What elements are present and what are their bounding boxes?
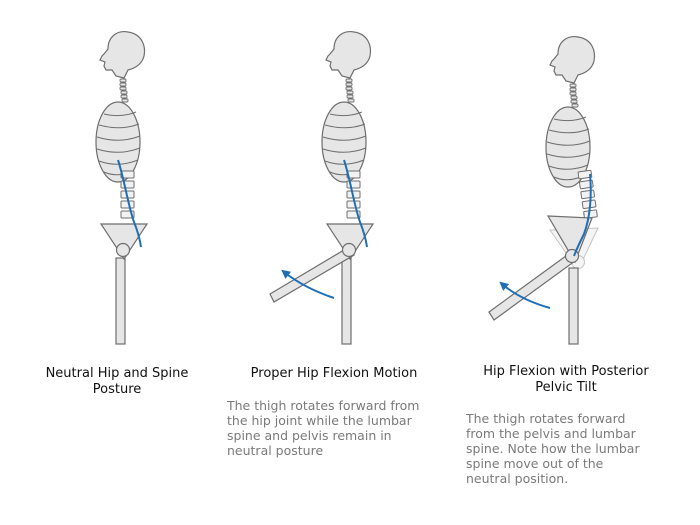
thigh-bone-flexed	[488, 252, 576, 321]
panel-1-title: Neutral Hip and Spine Posture	[22, 366, 212, 398]
panel-2-description-line: spine and pelvis remain in	[227, 428, 392, 443]
thigh-bone	[115, 257, 126, 345]
pelvis	[99, 223, 149, 261]
panel-2-description-line: neutral posture	[227, 443, 324, 458]
panel-3-description-line: from the pelvis and lumbar	[466, 426, 636, 441]
pelvis	[325, 223, 375, 261]
panel-2-description-line: The thigh rotates forward from	[227, 398, 420, 413]
panel-2-description-line: the hip joint while the lumbar	[227, 413, 412, 428]
panel-3-title: Hip Flexion with Posterior Pelvic Tilt	[466, 364, 666, 396]
skeleton-hip-flexion	[269, 31, 375, 345]
panel-3-title-line-2: Pelvic Tilt	[535, 380, 597, 395]
panel-1-title-line-2: Posture	[92, 382, 142, 397]
panel-3-title-line-1: Hip Flexion with Posterior	[483, 364, 649, 379]
skeleton-posterior-tilt	[488, 36, 599, 345]
panel-1-title-line-1: Neutral Hip and Spine	[45, 366, 189, 381]
rotation-arrow-icon	[499, 281, 551, 309]
panel-3-description-line: neutral position.	[466, 471, 569, 486]
thigh-bone	[341, 257, 352, 345]
panel-2-description: The thigh rotates forward from the hip j…	[227, 398, 447, 458]
panel-2-title: Proper Hip Flexion Motion	[250, 366, 418, 381]
spine-line	[343, 159, 368, 248]
thigh-bone-flexed	[269, 246, 355, 303]
panel-3-description-line: spine. Note how the lumbar	[466, 441, 640, 456]
spine-line	[117, 159, 142, 248]
pelvis	[546, 215, 593, 264]
rotation-arrow-icon	[281, 269, 335, 299]
panel-3-description-line: The thigh rotates forward	[466, 411, 626, 426]
spine-line	[573, 173, 592, 257]
hip-joint	[341, 242, 357, 258]
skeleton-neutral	[95, 31, 149, 345]
thigh-bone	[568, 267, 579, 345]
panel-3-description-line: spine move out of the	[466, 456, 604, 471]
panel-3-description: The thigh rotates forward from the pelvi…	[466, 411, 676, 486]
hip-joint	[115, 242, 131, 258]
